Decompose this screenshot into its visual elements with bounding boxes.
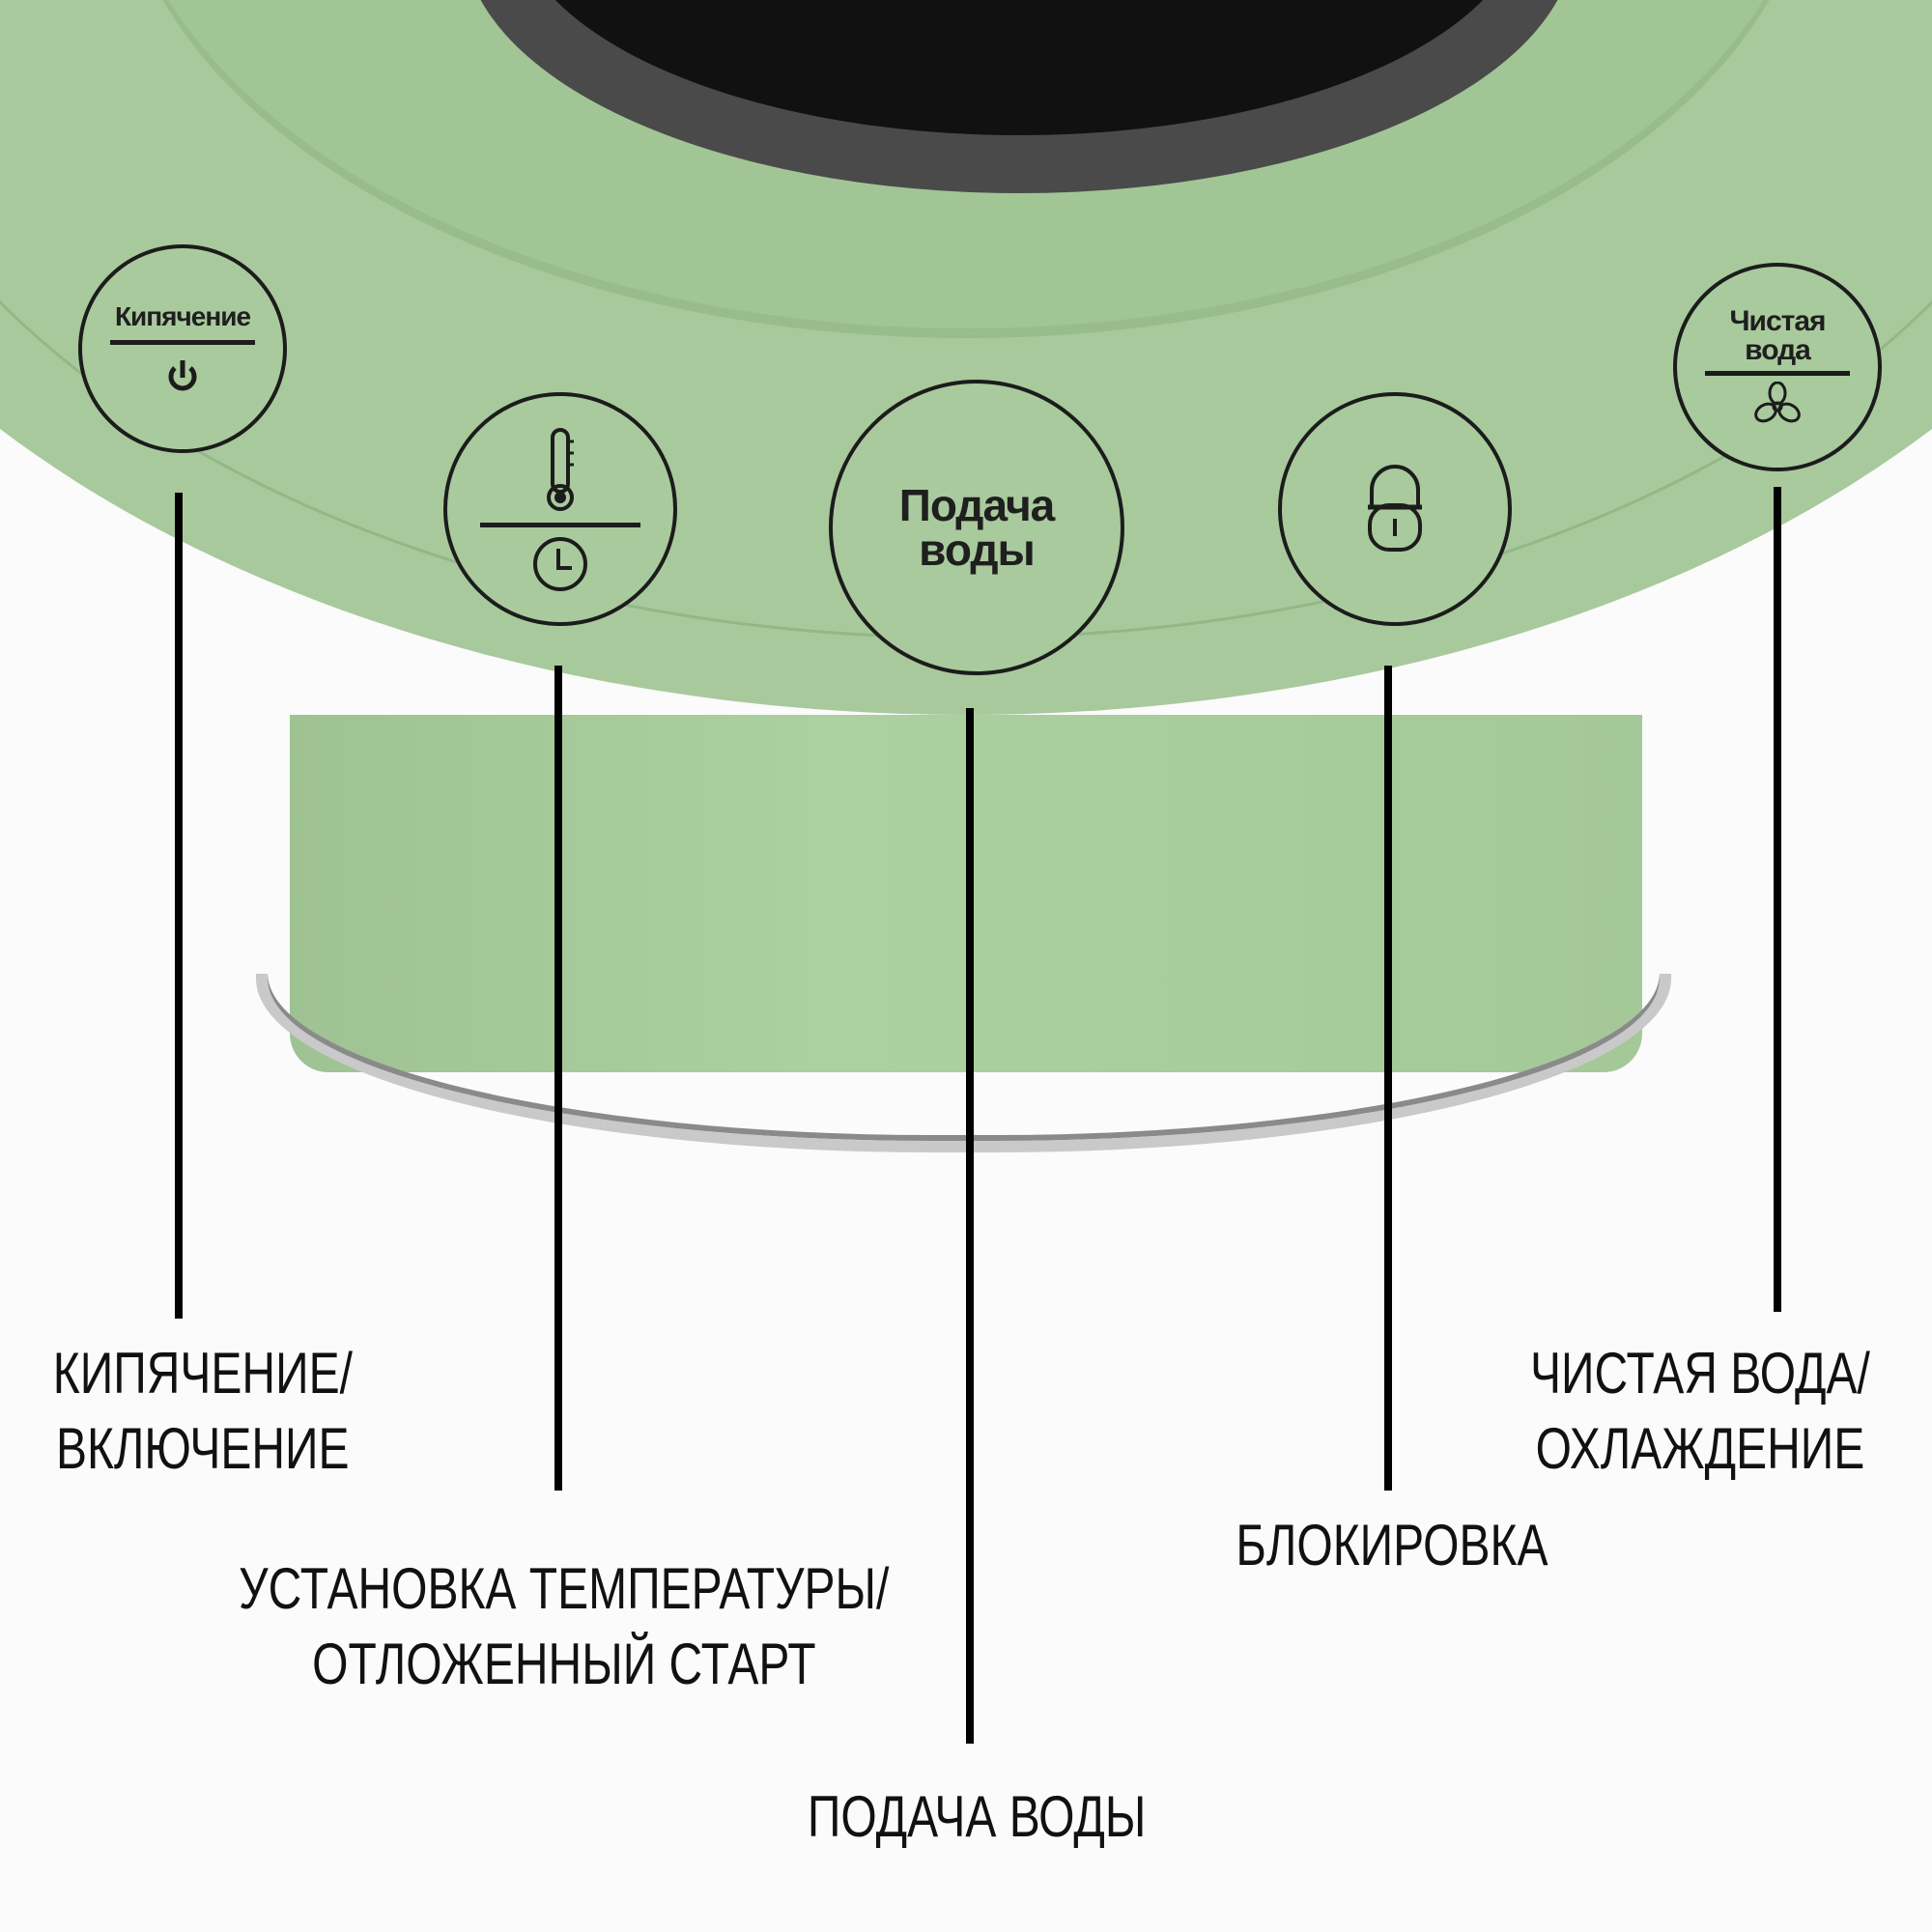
- leader-line-water: [966, 708, 974, 1744]
- label-boil-line1: КИПЯЧЕНИЕ/: [52, 1341, 354, 1406]
- clean-button-line1: Чистая: [1729, 304, 1826, 337]
- thermometer-icon: [547, 427, 574, 511]
- divider: [480, 522, 640, 527]
- label-clean-line2: ОХЛАЖДЕНИЕ: [1535, 1416, 1865, 1481]
- leader-line-lock: [1384, 666, 1392, 1491]
- label-temperature-line2: ОТЛОЖЕННЫЙ СТАРТ: [312, 1632, 816, 1696]
- divider: [110, 339, 255, 345]
- clock-icon: [533, 536, 587, 591]
- padlock-icon: [1368, 465, 1422, 552]
- clean-button-line2: вода: [1745, 333, 1811, 366]
- label-boil: КИПЯЧЕНИЕ/ ВКЛЮЧЕНИЕ: [0, 1336, 406, 1487]
- leader-line-boil: [175, 493, 183, 1319]
- temperature-timer-button[interactable]: [443, 392, 677, 626]
- label-water-line1: ПОДАЧА ВОДЫ: [807, 1784, 1147, 1849]
- label-lock-line1: БЛОКИРОВКА: [1236, 1513, 1548, 1577]
- label-clean-line1: ЧИСТАЯ ВОДА/: [1530, 1341, 1870, 1406]
- fan-icon: [1754, 381, 1801, 422]
- label-temperature-line1: УСТАНОВКА ТЕМПЕРАТУРЫ/: [239, 1556, 890, 1621]
- power-icon: [168, 359, 197, 390]
- boil-button-text: Кипячение: [114, 300, 251, 331]
- clean-water-cooling-button[interactable]: Чистая вода: [1673, 263, 1882, 471]
- lock-button[interactable]: [1278, 392, 1512, 626]
- water-dispense-button[interactable]: Подача воды: [829, 380, 1124, 675]
- label-temperature: УСТАНОВКА ТЕМПЕРАТУРЫ/ ОТЛОЖЕННЫЙ СТАРТ: [120, 1551, 1009, 1702]
- leader-line-temperature: [554, 666, 562, 1491]
- label-water: ПОДАЧА ВОДЫ: [706, 1779, 1247, 1855]
- boil-button[interactable]: Кипячение: [78, 244, 287, 453]
- label-lock: БЛОКИРОВКА: [1141, 1508, 1643, 1583]
- label-boil-line2: ВКЛЮЧЕНИЕ: [56, 1416, 350, 1481]
- water-button-line2: воды: [919, 525, 1036, 575]
- water-button-line1: Подача: [898, 480, 1055, 530]
- display-screen: [554, 0, 1484, 135]
- leader-line-clean: [1774, 487, 1781, 1312]
- label-clean: ЧИСТАЯ ВОДА/ ОХЛАЖДЕНИЕ: [1468, 1336, 1932, 1487]
- divider: [1705, 370, 1850, 376]
